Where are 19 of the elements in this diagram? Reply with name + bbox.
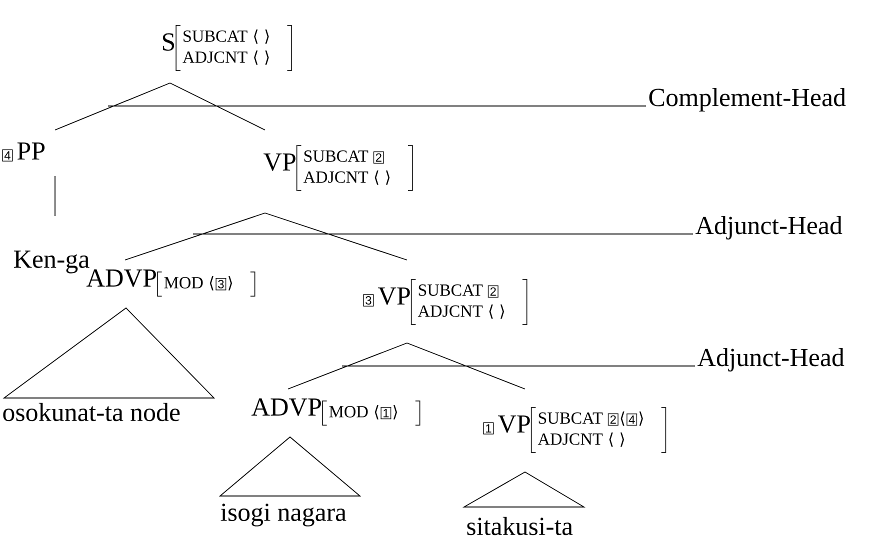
phrase-label: 4 PP <box>2 142 45 162</box>
phrase-label: ADVP MOD ⟨ 1 ⟩ <box>251 398 420 426</box>
schema-label: Adjunct-Head <box>695 216 842 240</box>
tree-branch <box>264 212 408 260</box>
tree-branch <box>406 342 526 390</box>
tree-branch <box>124 212 266 260</box>
word-label: sitakusi-ta <box>467 516 573 536</box>
word-label: osokunat-ta node <box>3 402 180 422</box>
schema-label: Adjunct-Head <box>697 348 844 372</box>
phrase-label: 1 VP SUBCAT 2 ⟨ 4 ⟩ ADJCNT ⟨ ⟩ <box>482 406 666 454</box>
phrase-label: S SUBCAT ⟨ ⟩ ADJCNT ⟨ ⟩ <box>162 24 292 72</box>
tree-branch <box>170 82 266 130</box>
phrase-label: VP SUBCAT 2 ADJCNT ⟨ ⟩ <box>264 144 413 192</box>
phrase-label: 3 VP SUBCAT 2 ADJCNT ⟨ ⟩ <box>362 278 528 326</box>
tree-branch <box>54 82 170 130</box>
word-label: isogi nagara <box>220 504 346 526</box>
tree-branch <box>54 176 56 216</box>
tree-branch <box>288 342 408 390</box>
schema-label: Complement-Head <box>649 88 846 112</box>
